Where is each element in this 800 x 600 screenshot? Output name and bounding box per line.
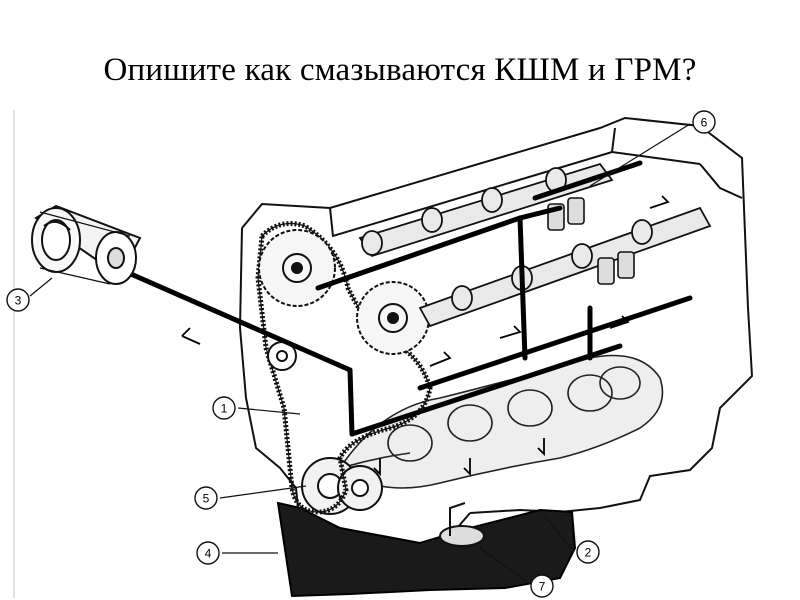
oil-flow-arrows: [181, 195, 670, 477]
cam-sprocket-upper: [258, 229, 336, 307]
callout-marker-5: 5: [194, 486, 218, 510]
oil-pickup-strainer: [439, 502, 485, 547]
crankshaft: [309, 354, 664, 489]
callout-7-label: 7: [539, 580, 546, 594]
callout-2-label: 2: [585, 546, 592, 560]
oil-pan: [276, 501, 577, 598]
oil-filter: [31, 204, 142, 285]
callout-5-label: 5: [203, 492, 210, 506]
callout-marker-4: 4: [196, 541, 220, 565]
cam-sprocket-lower: [356, 281, 430, 355]
callout-marker-7: 7: [530, 574, 554, 598]
callout-3-label: 3: [15, 294, 22, 308]
callout-1-label: 1: [221, 402, 228, 416]
callout-marker-6: 6: [692, 110, 716, 134]
slide-title: Опишите как смазываются КШМ и ГРМ?: [103, 52, 697, 88]
camshaft-upper: [358, 162, 614, 258]
oil-gallery-lines: [105, 160, 693, 437]
callout-leaders: [29, 123, 691, 585]
callout-6-label: 6: [701, 116, 708, 130]
camshaft-lower: [418, 206, 712, 328]
callout-4-label: 4: [205, 547, 212, 561]
crank-pulley: [301, 457, 383, 515]
valve-springs: [547, 197, 635, 285]
belt-tensioner: [267, 341, 297, 371]
callout-marker-1: 1: [212, 396, 236, 420]
callout-marker-2: 2: [576, 540, 600, 564]
timing-belt-edge: [257, 223, 431, 513]
callout-marker-3: 3: [6, 288, 30, 312]
engine-lubrication-diagram: 3 1 5 4 2 7 6: [6, 110, 754, 598]
